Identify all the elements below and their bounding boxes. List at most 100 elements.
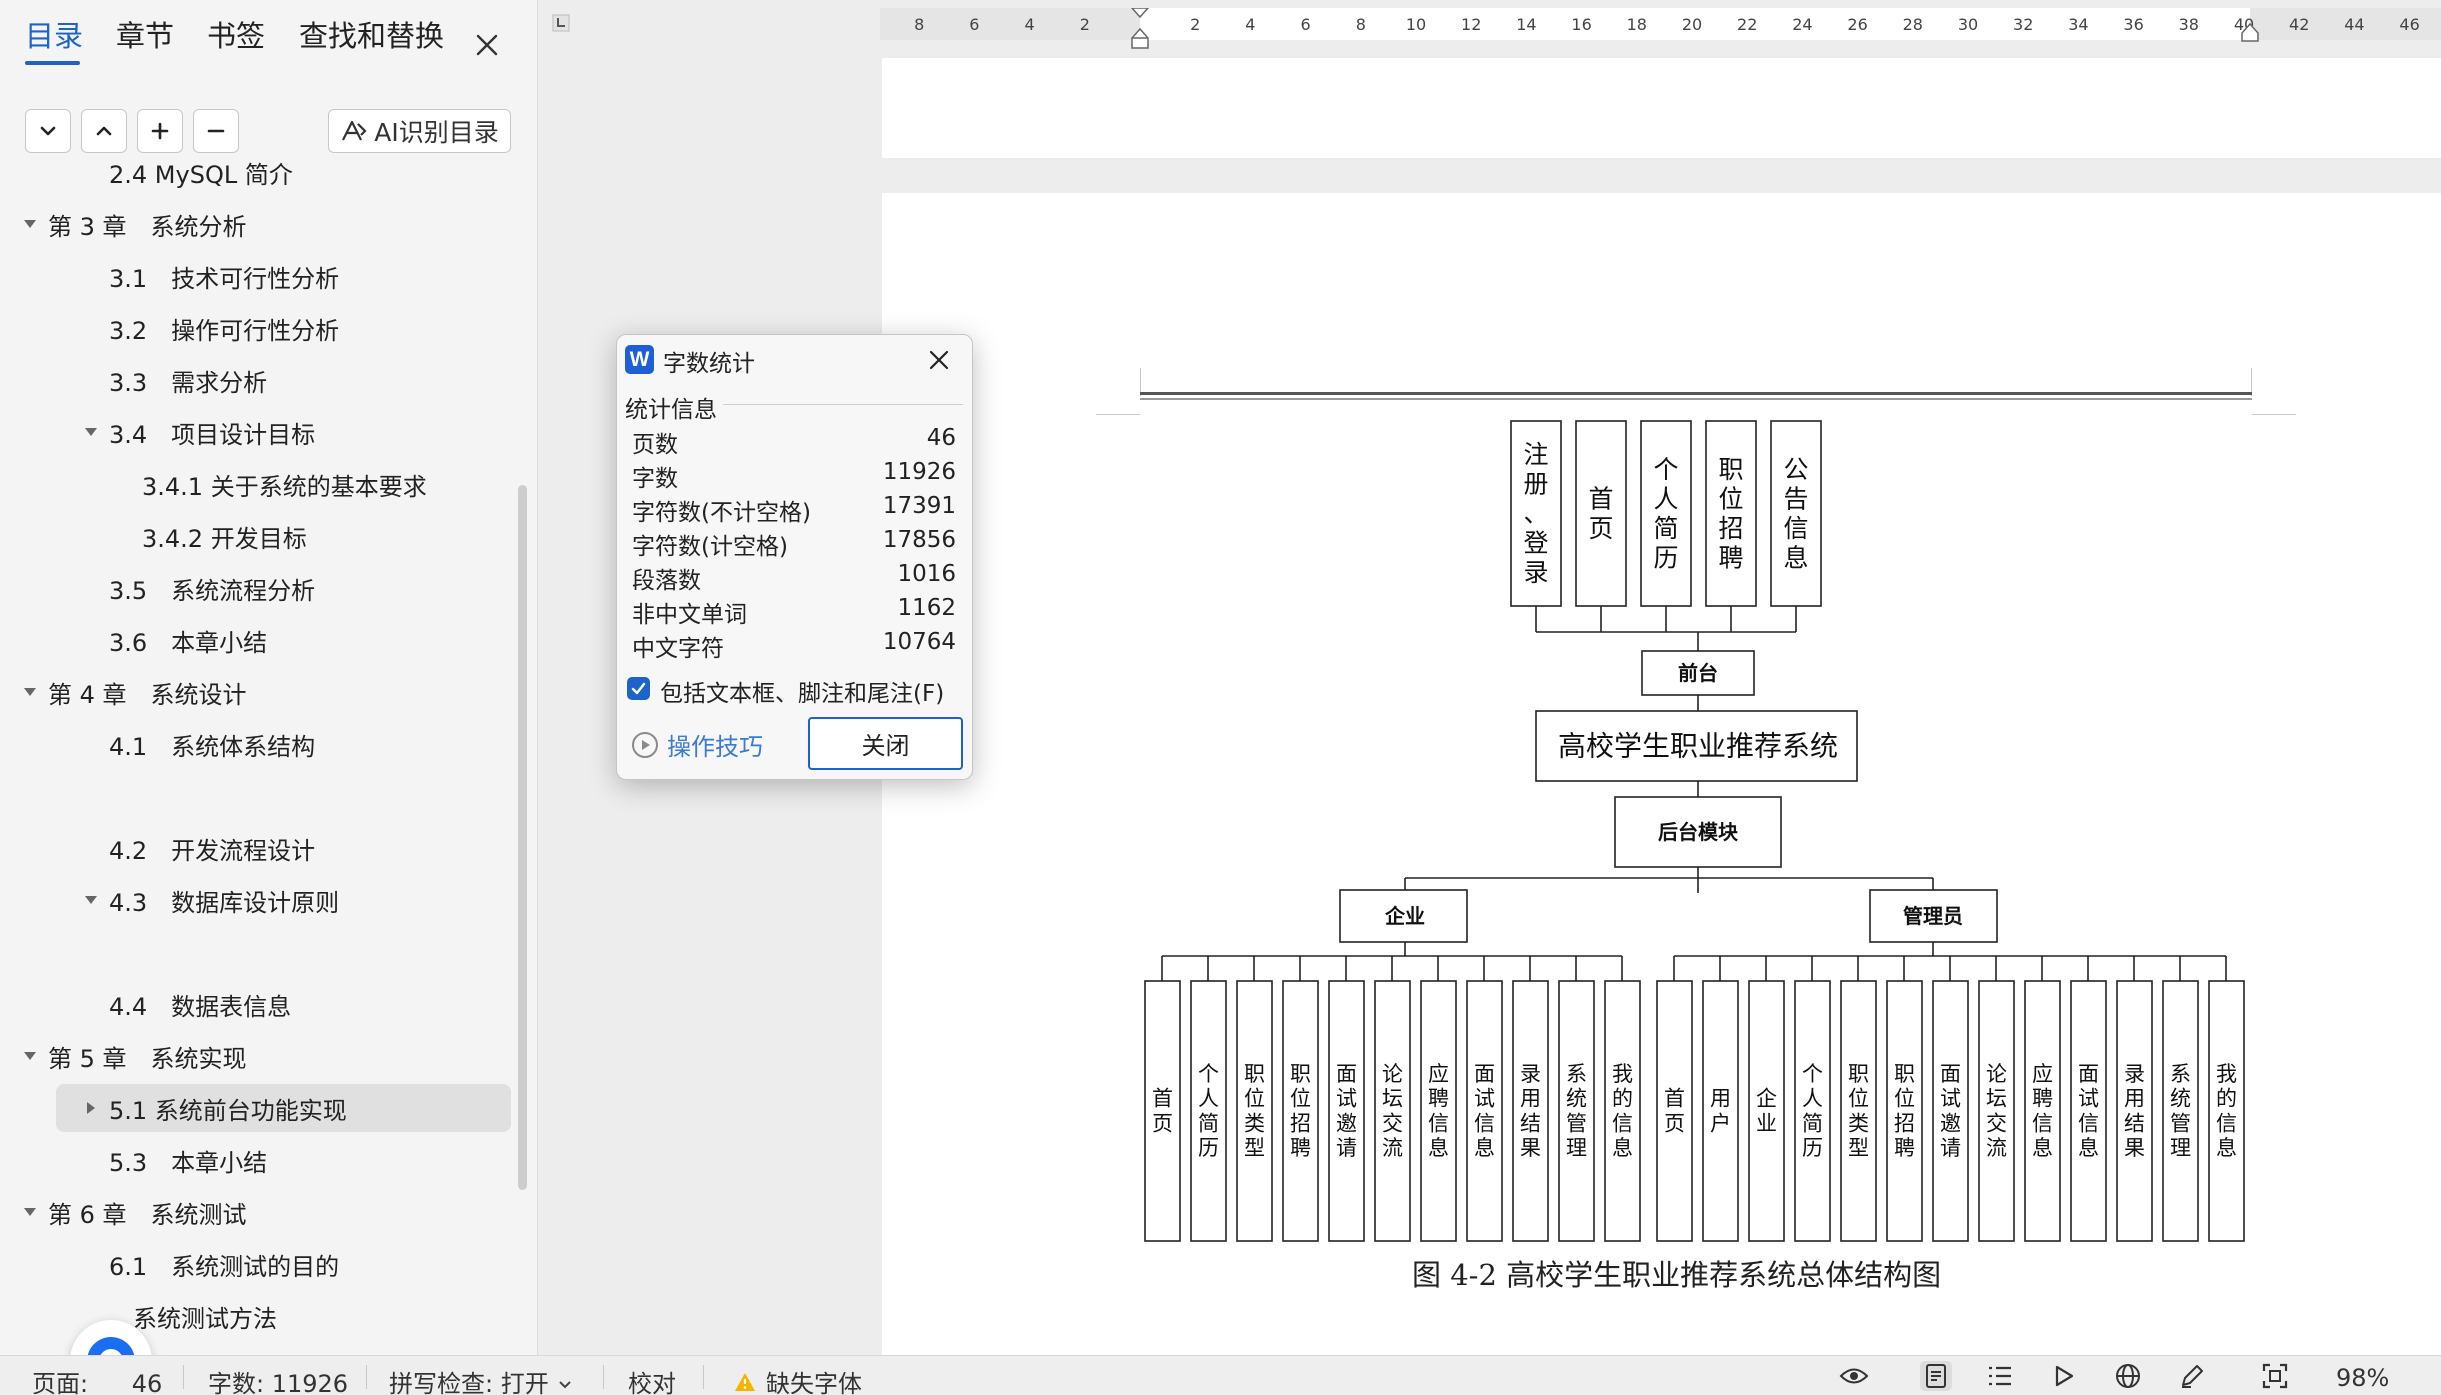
zoom-level[interactable]: 98% [2336, 1364, 2390, 1392]
page-view-icon[interactable] [1920, 1361, 1952, 1391]
toc-item[interactable]: 5.3 本章小结 [0, 1136, 267, 1184]
sub-module-box [1656, 980, 1693, 1242]
document-page-previous[interactable] [882, 58, 2441, 158]
sub-module-box [1978, 980, 2015, 1242]
expanded-triangle-icon[interactable] [18, 680, 42, 704]
toc-item[interactable]: 第 5 章 系统实现 [0, 1032, 247, 1080]
stat-value: 17856 [882, 527, 956, 553]
expanded-triangle-icon[interactable] [79, 420, 103, 444]
expanded-triangle-icon[interactable] [18, 1044, 42, 1068]
toc-item[interactable]: 2.4 MySQL 简介 [0, 148, 293, 196]
expanded-triangle-icon[interactable] [79, 888, 103, 912]
ai-recognize-toc-button[interactable]: AI识别目录 [328, 109, 511, 153]
toc-item[interactable]: 4.1 系统体系结构 [0, 720, 315, 768]
status-separator [703, 1365, 704, 1389]
close-button[interactable]: 关闭 [808, 717, 963, 770]
outline-view-icon[interactable] [1984, 1361, 2016, 1391]
toc-item[interactable]: 4.2 开发流程设计 [0, 824, 315, 872]
tab-stop-selector-icon[interactable] [552, 14, 570, 32]
tab-chapters[interactable]: 章节 [116, 19, 175, 53]
tab-toc[interactable]: 目录 [25, 19, 84, 53]
toc-item[interactable]: 系统测试方法 [0, 1292, 277, 1340]
indent-marker-icon[interactable] [1129, 8, 1151, 60]
chevron-down-icon [40, 126, 56, 136]
nav-scrollbar[interactable] [518, 485, 527, 1190]
toc-item[interactable] [0, 928, 109, 976]
fit-page-icon[interactable] [2259, 1361, 2291, 1391]
toc-item[interactable]: 3.3 需求分析 [0, 356, 267, 404]
proofread-button[interactable]: 校对 [628, 1370, 676, 1395]
toc-item[interactable]: 3.5 系统流程分析 [0, 564, 315, 612]
sub-module-label: 职位类型 [1244, 1062, 1265, 1160]
collapse-all-button[interactable] [25, 109, 71, 153]
minus-icon [207, 129, 225, 133]
toc-item[interactable]: 第 3 章 系统分析 [0, 200, 247, 248]
toc-item[interactable]: 3.1 技术可行性分析 [0, 252, 339, 300]
active-tab-indicator [25, 61, 80, 65]
chevron-down-icon [559, 1381, 571, 1389]
right-indent-marker-icon[interactable] [2239, 22, 2261, 44]
eye-protection-icon[interactable] [1838, 1361, 1870, 1391]
ruler-tick-label: 30 [1957, 15, 1979, 34]
navigation-pane: 目录 章节 书签 查找和替换 AI识别目录 2.4 MySQL 简介第 3 章 … [0, 0, 538, 1355]
tips-link[interactable]: 操作技巧 [631, 727, 763, 762]
toc-item-label: 2.4 MySQL 简介 [109, 160, 293, 189]
sub-module-label: 我的信息 [2216, 1062, 2237, 1160]
toc-item-label: 3.4.1 关于系统的基本要求 [142, 472, 427, 501]
pen-icon[interactable] [2176, 1361, 2208, 1391]
toc-item-label: 6.1 系统测试的目的 [109, 1252, 340, 1281]
web-view-icon[interactable] [2112, 1361, 2144, 1391]
toc-item[interactable]: 第 4 章 系统设计 [0, 668, 247, 716]
plus-icon [151, 122, 169, 140]
expand-up-button[interactable] [81, 109, 127, 153]
toc-item[interactable]: 3.6 本章小结 [0, 616, 267, 664]
include-textbox-checkbox[interactable] [627, 677, 650, 700]
toc-item[interactable]: 6.1 系统测试的目的 [0, 1240, 339, 1288]
sub-module-box [1420, 980, 1457, 1242]
spell-check-label: 拼写检查: 打开 [389, 1370, 549, 1395]
ai-pen-icon [342, 120, 367, 141]
sub-module-box [2070, 980, 2107, 1242]
dialog-close-icon[interactable] [923, 344, 955, 376]
warning-icon [735, 1372, 755, 1391]
sub-module-label: 首页 [1664, 1087, 1685, 1136]
toc-item[interactable]: 3.4.1 关于系统的基本要求 [0, 460, 427, 508]
close-pane-icon[interactable] [470, 28, 504, 62]
remove-heading-button[interactable] [193, 109, 239, 153]
word-count-indicator[interactable]: 字数: 11926 [208, 1370, 349, 1395]
expanded-triangle-icon[interactable] [18, 212, 42, 236]
page-indicator[interactable]: 页面: 46 [32, 1364, 162, 1395]
include-textbox-label[interactable]: 包括文本框、脚注和尾注(F) [660, 681, 945, 707]
toc-item[interactable]: 3.4.2 开发目标 [0, 512, 307, 560]
stat-label: 字符数(不计空格) [632, 500, 811, 526]
expanded-triangle-icon[interactable] [18, 1200, 42, 1224]
toc-item[interactable]: 3.2 操作可行性分析 [0, 304, 339, 352]
add-heading-button[interactable] [137, 109, 183, 153]
stat-value: 11926 [882, 459, 956, 485]
missing-font-button[interactable]: 缺失字体 [734, 1364, 862, 1395]
sub-module-box [1840, 980, 1877, 1242]
tab-find-replace[interactable]: 查找和替换 [299, 19, 445, 53]
toc-item-label: 第 5 章 系统实现 [48, 1044, 247, 1073]
sub-module-label: 系统管理 [2170, 1062, 2191, 1160]
tab-bookmarks[interactable]: 书签 [207, 19, 266, 53]
stat-label: 页数 [632, 432, 678, 458]
ruler-tick-label: 42 [2289, 15, 2310, 34]
spell-check-indicator[interactable]: 拼写检查: 打开 [389, 1364, 573, 1395]
top-module-box [1575, 420, 1627, 607]
toc-item[interactable]: 4.4 数据表信息 [0, 980, 291, 1028]
sub-module-label: 个人简历 [1802, 1062, 1823, 1160]
toc-item-label: 4.4 数据表信息 [109, 992, 292, 1021]
collapsed-triangle-icon[interactable] [79, 1096, 103, 1120]
play-icon[interactable] [2048, 1361, 2080, 1391]
toc-item[interactable]: 3.4 项目设计目标 [0, 408, 315, 456]
ruler-tick-label: 6 [1300, 15, 1311, 34]
missing-font-label: 缺失字体 [766, 1370, 862, 1395]
crop-mark [1096, 414, 1140, 415]
toc-item[interactable] [0, 772, 109, 820]
toc-item[interactable]: 5.1 系统前台功能实现 [56, 1084, 511, 1132]
toc-item[interactable]: 第 6 章 系统测试 [0, 1188, 247, 1236]
toc-item[interactable]: 4.3 数据库设计原则 [0, 876, 339, 924]
